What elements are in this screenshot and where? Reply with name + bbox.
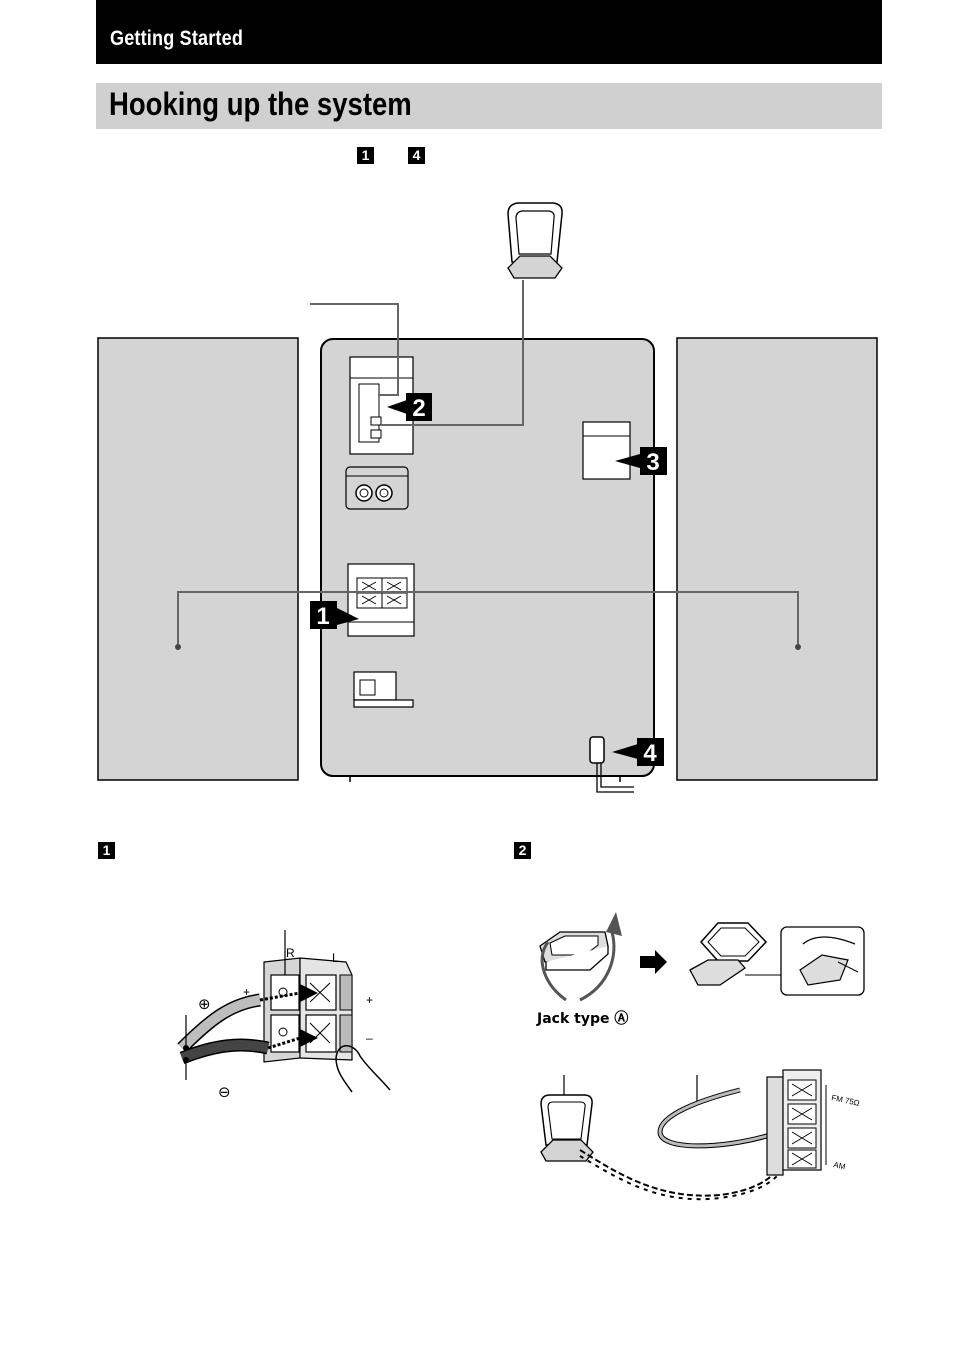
voltage-selector-panel xyxy=(582,421,631,480)
am-antenna-icon xyxy=(540,1094,594,1162)
am-loop-antenna-icon xyxy=(507,202,563,279)
callout-2: 2 xyxy=(387,393,432,422)
callout-3: 3 xyxy=(615,447,667,476)
antenna-terminal-panel xyxy=(349,356,414,455)
audio-in-jacks xyxy=(345,466,409,510)
power-cord xyxy=(589,736,634,793)
arrow-icon xyxy=(640,950,667,974)
speaker-terminal-block xyxy=(263,957,353,1063)
step-1-number: 1 xyxy=(98,842,115,859)
antenna-terminal-strip xyxy=(766,1069,827,1176)
page-title: Hooking up the system xyxy=(109,86,412,122)
terminal-label-plus-right: + xyxy=(366,993,373,1007)
callout-3-label: 3 xyxy=(646,449,659,476)
intro-step-first: 1 xyxy=(357,147,374,164)
terminal-label-plus-left: + xyxy=(243,985,250,999)
terminal-label-l: L xyxy=(332,951,339,965)
positive-wire-symbol: ⊕ xyxy=(198,995,211,1013)
terminal-label-r: R xyxy=(286,946,295,960)
callout-4: 4 xyxy=(612,738,664,767)
fm-terminal-label: FM 75Ω xyxy=(831,1093,861,1108)
power-panel xyxy=(353,671,414,708)
am-terminal-label: AM xyxy=(833,1160,847,1171)
folded-antenna-icon xyxy=(539,912,622,1002)
section-header: Getting Started xyxy=(96,0,882,64)
callout-1-label: 1 xyxy=(316,603,329,630)
left-speaker xyxy=(97,337,299,781)
callout-1: 1 xyxy=(310,601,359,630)
assembled-antenna-icon xyxy=(689,922,785,986)
speaker-terminal-panel xyxy=(347,563,415,637)
callout-4-label: 4 xyxy=(643,740,657,767)
section-title: Getting Started xyxy=(110,27,244,50)
right-speaker xyxy=(676,337,878,781)
system-rear-diagram: 2 3 1 4 xyxy=(97,202,878,793)
negative-wire-symbol: ⊖ xyxy=(218,1083,231,1101)
title-bar: Hooking up the system xyxy=(96,83,882,129)
callout-2-label: 2 xyxy=(412,395,425,422)
step-2-number: 2 xyxy=(514,842,531,859)
intro-step-last: 4 xyxy=(408,147,425,164)
jack-type-label: Jack type Ⓐ xyxy=(536,1010,628,1027)
terminal-label-minus: – xyxy=(366,1031,373,1045)
antenna-detail-inset xyxy=(780,926,865,996)
